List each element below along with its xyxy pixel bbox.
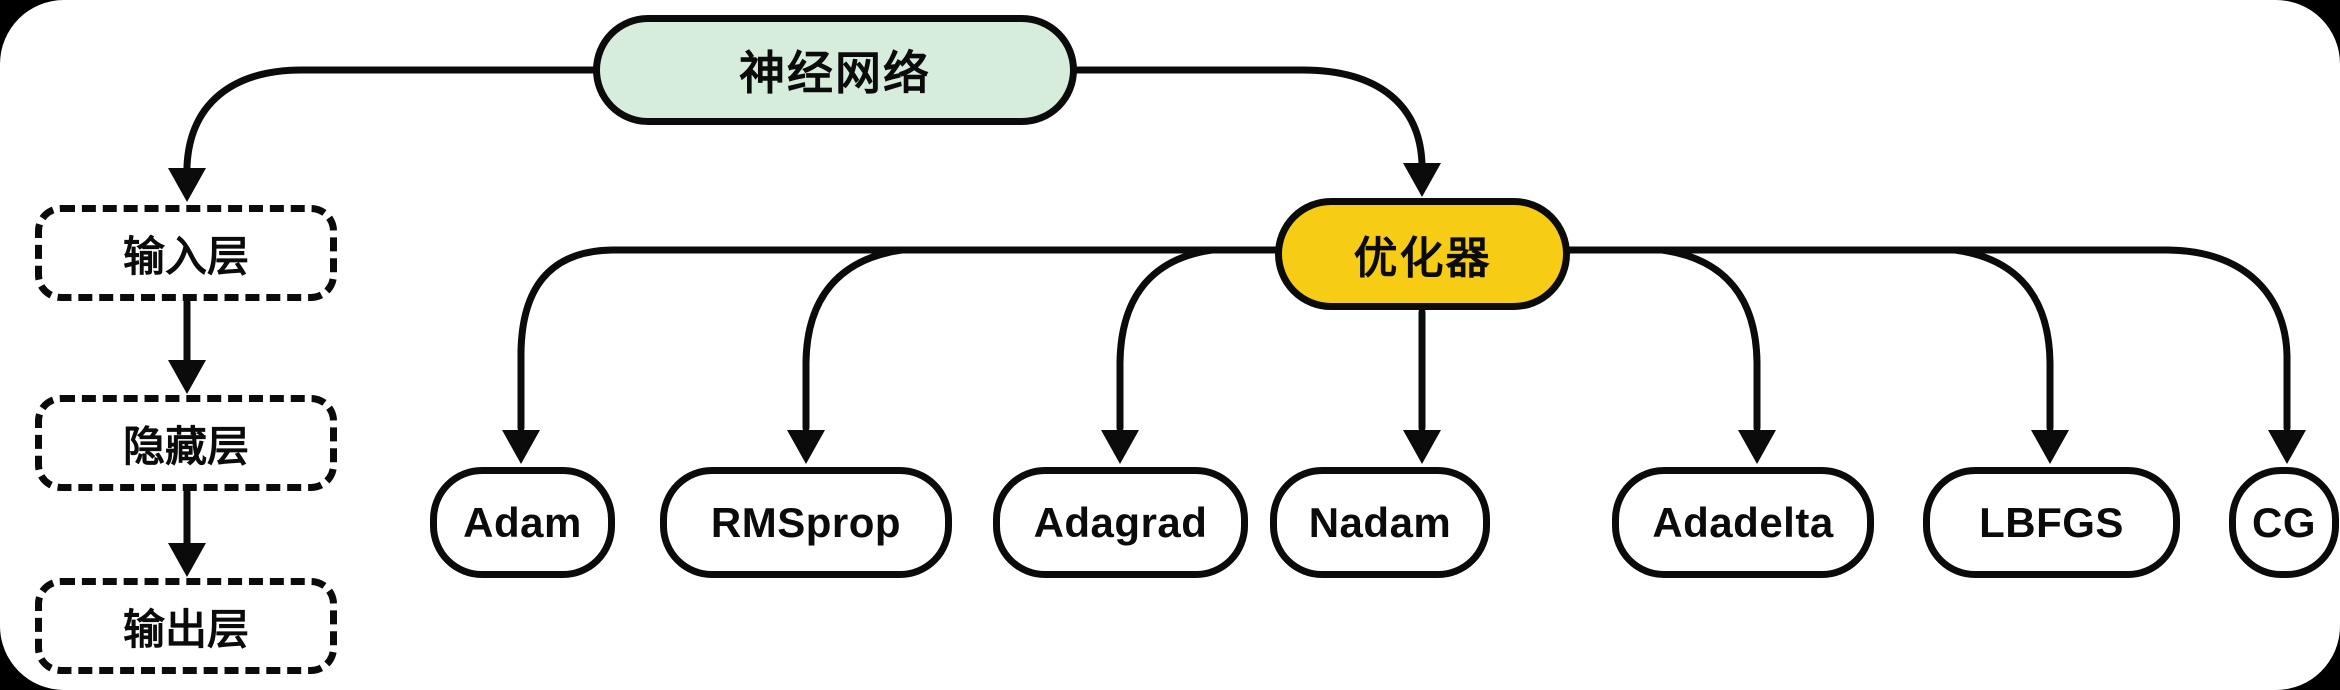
node-neural-network[interactable]: 神经网络	[593, 15, 1077, 125]
node-hidden-layer-label: 隐藏层	[122, 422, 249, 470]
node-cg-label: CG	[2252, 498, 2316, 546]
node-nadam-label: Nadam	[1308, 498, 1452, 546]
node-output-layer[interactable]: 输出层	[35, 578, 337, 674]
node-hidden-layer[interactable]: 隐藏层	[35, 395, 337, 491]
node-output-layer-label: 输出层	[122, 605, 249, 653]
node-adam-label: Adam	[463, 498, 582, 546]
node-input-layer-label: 输入层	[122, 232, 249, 280]
node-adagrad[interactable]: Adagrad	[993, 467, 1248, 578]
node-optimizer-label: 优化器	[1353, 234, 1492, 283]
node-optimizer[interactable]: 优化器	[1275, 198, 1570, 310]
node-adadelta-label: Adadelta	[1652, 498, 1834, 546]
node-cg[interactable]: CG	[2229, 467, 2339, 578]
node-rmsprop-label: RMSprop	[710, 498, 902, 546]
node-adagrad-label: Adagrad	[1033, 498, 1208, 546]
node-lbfgs-label: LBFGS	[1979, 498, 2124, 546]
node-input-layer[interactable]: 输入层	[35, 205, 337, 301]
node-lbfgs[interactable]: LBFGS	[1923, 467, 2180, 578]
node-adadelta[interactable]: Adadelta	[1612, 467, 1874, 578]
node-nadam[interactable]: Nadam	[1270, 467, 1490, 578]
node-rmsprop[interactable]: RMSprop	[660, 467, 952, 578]
node-neural-network-label: 神经网络	[739, 47, 931, 99]
node-adam[interactable]: Adam	[430, 467, 615, 578]
